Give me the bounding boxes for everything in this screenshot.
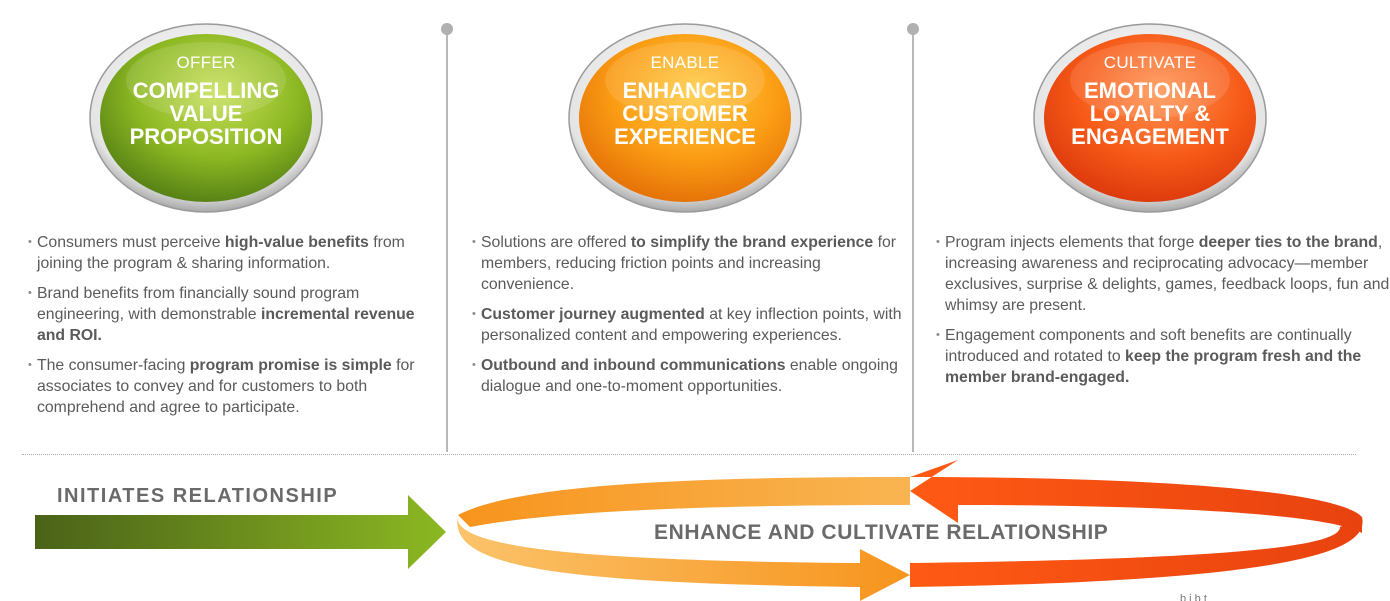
badge-cultivate: CULTIVATE EMOTIONAL LOYALTY & ENGAGEMENT <box>1032 22 1268 214</box>
badge-title: ENHANCED CUSTOMER EXPERIENCE <box>614 78 756 149</box>
cycle-label: ENHANCE AND CULTIVATE RELATIONSHIP <box>654 521 1109 544</box>
bullet-list: Solutions are offered to simplify the br… <box>472 232 910 406</box>
bullet-item: The consumer-facing program promise is s… <box>28 355 432 418</box>
bullet-item: Engagement components and soft benefits … <box>936 325 1390 388</box>
footer-text: b i b t <box>1180 593 1207 601</box>
badge-kicker: OFFER <box>176 53 236 72</box>
bullet-item: Program injects elements that forge deep… <box>936 232 1390 316</box>
column-divider <box>441 23 453 452</box>
badge-enable: ENABLE ENHANCED CUSTOMER EXPERIENCE <box>567 22 803 214</box>
bullet-list: Program injects elements that forge deep… <box>936 232 1390 397</box>
badge-circle-cultivate <box>1033 23 1267 213</box>
bullet-item: Outbound and inbound communications enab… <box>472 355 910 397</box>
bullet-item: Solutions are offered to simplify the br… <box>472 232 910 295</box>
bullet-item: Brand benefits from financially sound pr… <box>28 283 432 346</box>
badge-offer: OFFER COMPELLING VALUE PROPOSITION <box>88 22 324 214</box>
column-cultivate: CULTIVATE EMOTIONAL LOYALTY & ENGAGEMENT… <box>916 0 1390 455</box>
column-enable: ENABLE ENHANCED CUSTOMER EXPERIENCE Solu… <box>450 0 912 455</box>
initiate-arrow <box>35 495 446 569</box>
relationship-flow <box>35 460 1363 601</box>
bullet-item: Consumers must perceive high-value benef… <box>28 232 432 274</box>
badge-circle-offer <box>89 23 323 213</box>
column-offer: OFFER COMPELLING VALUE PROPOSITION Consu… <box>0 0 445 455</box>
badge-title: COMPELLING VALUE PROPOSITION <box>129 78 283 149</box>
section-separator <box>22 454 1356 455</box>
bullet-item: Customer journey augmented at key inflec… <box>472 304 910 346</box>
cycle-arrow-left <box>910 460 1362 533</box>
cycle-band-back <box>458 477 910 527</box>
badge-title: EMOTIONAL LOYALTY & ENGAGEMENT <box>1071 78 1229 149</box>
badge-kicker: CULTIVATE <box>1103 53 1197 72</box>
cycle-band-front <box>457 515 910 601</box>
badge-circle-enable <box>568 23 802 213</box>
badge-kicker: ENABLE <box>650 53 720 72</box>
initiate-label: INITIATES RELATIONSHIP <box>57 485 339 507</box>
column-divider <box>907 23 919 452</box>
cycle-band-right <box>910 517 1363 587</box>
bullet-list: Consumers must perceive high-value benef… <box>28 232 432 427</box>
